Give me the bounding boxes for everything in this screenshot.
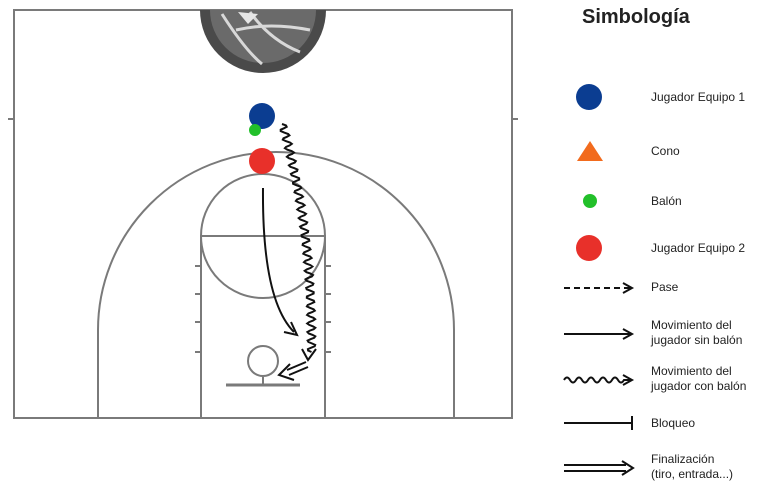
legend-label-ball: Balón (651, 194, 682, 208)
legend-item-move-with-ball: Movimiento del jugador con balón (540, 364, 758, 396)
solid-arrow-icon (564, 328, 635, 340)
legend-label-cone: Cono (651, 144, 680, 158)
legend-item-pass: Pase (540, 280, 758, 296)
legend-item-team1: Jugador Equipo 1 (540, 84, 758, 110)
ball-icon (583, 194, 597, 208)
legend-item-finish: Finalización (tiro, entrada...) (540, 452, 758, 484)
cone-icon (577, 141, 603, 161)
legend-item-move-without-ball: Movimiento del jugador sin balón (540, 318, 758, 350)
team2-player-icon (576, 235, 602, 261)
center-logo (200, 10, 326, 73)
legend-item-cone: Cono (540, 139, 758, 163)
legend-label-finish: Finalización (tiro, entrada...) (651, 452, 733, 482)
free-throw-circle (200, 173, 326, 299)
label-line-2: jugador sin balón (651, 333, 743, 347)
label-line-2: jugador con balón (651, 379, 747, 393)
label-line-1: Movimiento del (651, 318, 732, 332)
legend-item-screen: Bloqueo (540, 414, 758, 432)
legend-label-screen: Bloqueo (651, 416, 696, 430)
legend-label-team2: Jugador Equipo 2 (651, 241, 746, 255)
legend-item-team2: Jugador Equipo 2 (540, 234, 758, 262)
paint-area (200, 235, 326, 419)
player-cut-arrowhead (283, 321, 299, 337)
dribble-path (279, 123, 317, 353)
player-team2 (249, 148, 275, 174)
legend-label-move-with-ball: Movimiento del jugador con balón (651, 364, 746, 394)
dribble-arrowhead (301, 348, 317, 362)
legend-item-ball: Balón (540, 193, 758, 209)
label-line-1: Finalización (651, 452, 715, 466)
three-point-line (97, 151, 455, 418)
dashed-arrow-icon (564, 282, 635, 294)
label-line-1: Movimiento del (651, 364, 732, 378)
basketball-half-court (8, 9, 518, 419)
legend-title: Simbología (582, 6, 690, 28)
player-cut-path (261, 187, 295, 333)
player-team1 (249, 103, 275, 129)
legend-label-pass: Pase (651, 280, 679, 294)
team1-player-icon (576, 84, 602, 110)
lane-hash-marks (195, 265, 331, 353)
screen-bar-icon (564, 416, 633, 430)
legend-label-move-without-ball: Movimiento del jugador sin balón (651, 318, 742, 348)
legend-label-team1: Jugador Equipo 1 (651, 90, 746, 104)
finish-double-arrow (277, 361, 309, 381)
ball (249, 124, 261, 136)
wavy-arrow-icon (563, 374, 635, 386)
double-arrow-icon (564, 460, 635, 476)
label-line-2: (tiro, entrada...) (651, 467, 734, 481)
hoop-rim (247, 345, 279, 377)
legend: Simbología Jugador Equipo 1 Cono Balón J… (540, 0, 758, 484)
